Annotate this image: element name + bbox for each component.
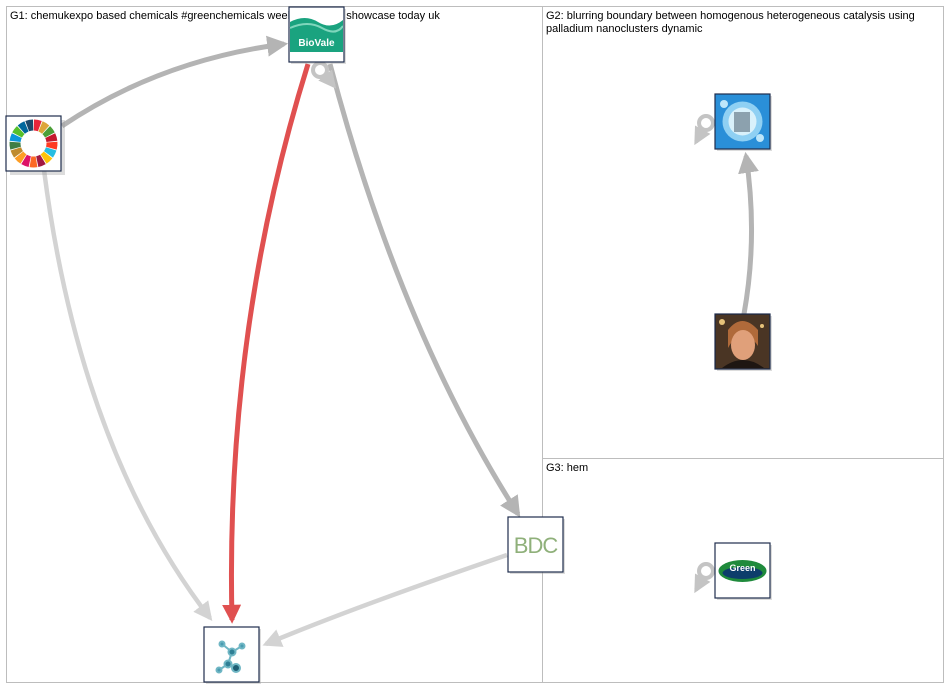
sdg-wheel-segment	[36, 154, 46, 167]
node-catalysis-avatar[interactable]	[714, 93, 772, 151]
sdg-wheel-segment	[12, 126, 25, 138]
sdg-wheel-segment	[38, 121, 50, 134]
sdg-wheel-segment	[25, 119, 34, 132]
edge-sdg-to-biovale	[60, 35, 289, 129]
bdc-logo-text: BDC	[514, 533, 559, 558]
sdg-wheel-segment	[14, 151, 27, 164]
sdg-wheel-segment	[17, 121, 29, 134]
edge-sdg-to-molecule	[41, 169, 213, 621]
node-green-chem-avatar[interactable]: Green	[714, 542, 772, 600]
edge-biovale-to-molecule	[222, 63, 311, 624]
sdg-wheel-segment	[42, 126, 55, 138]
edge-person-to-catalysis	[738, 151, 759, 315]
blue-sphere-icon	[720, 100, 764, 142]
edge-bdc-to-molecule	[262, 552, 508, 647]
biovale-logo-icon: BioVale	[289, 8, 344, 61]
person-photo-icon	[716, 315, 769, 368]
self-loop-biovale	[311, 61, 337, 89]
green-logo-text: Green	[729, 563, 755, 573]
sdg-wheel-segment	[10, 147, 23, 158]
group-panel-g2: G2: blurring boundary between homogenous…	[542, 6, 944, 459]
sdg-wheel-segment	[46, 141, 58, 150]
node-sdg-wheel[interactable]	[5, 115, 65, 175]
sdg-wheel-segment	[21, 154, 31, 167]
biovale-logo-text: BioVale	[298, 38, 335, 49]
green-oval-logo-icon: Green	[718, 560, 767, 582]
sdg-wheel-segment	[44, 147, 57, 158]
node-person-avatar[interactable]	[714, 313, 772, 371]
node-molecule[interactable]	[203, 626, 261, 684]
molecule-icon	[215, 640, 246, 674]
group-title-g3: G3: hem	[546, 462, 589, 474]
sdg-wheel-segment	[29, 156, 38, 168]
group-title-g2: G2: blurring boundary between homogenous…	[546, 10, 915, 35]
self-loop-green-chem	[694, 562, 715, 594]
sdg-wheel-icon	[9, 119, 58, 168]
sdg-wheel-segment	[33, 119, 42, 132]
node-bdc[interactable]: BDC	[507, 516, 565, 574]
self-loop-catalysis	[694, 114, 715, 146]
node-biovale[interactable]: BioVale	[288, 6, 346, 64]
sdg-wheel-segment	[9, 133, 22, 143]
sdg-wheel-segment	[40, 151, 53, 164]
edge-biovale-to-bdc	[327, 63, 521, 518]
sdg-wheel-segment	[45, 133, 58, 143]
sdg-wheel-segment	[9, 141, 21, 150]
